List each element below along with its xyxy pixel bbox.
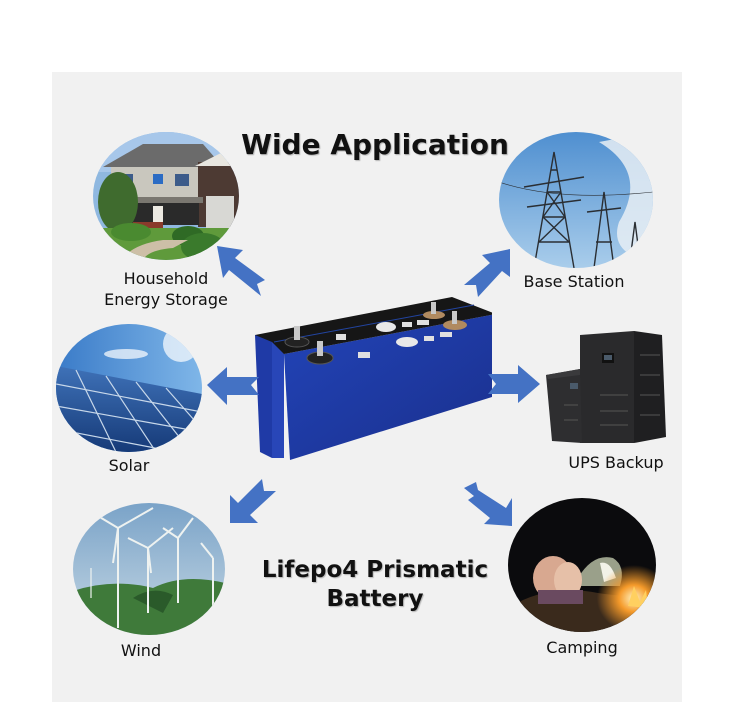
household-photo <box>93 132 239 260</box>
wind-photo <box>73 503 225 635</box>
battery-photo <box>252 292 496 460</box>
arrow-to-base-station-icon <box>460 247 520 302</box>
arrow-to-ups-icon <box>486 363 542 405</box>
ups-label: UPS Backup <box>568 453 664 472</box>
product-title-line2: Battery <box>326 586 424 612</box>
arrow-to-wind-icon <box>228 475 284 527</box>
arrow-to-solar-icon <box>203 365 259 407</box>
household-label-line1: Household <box>123 269 209 288</box>
arrow-to-camping-icon <box>462 478 518 528</box>
arrow-to-household-icon <box>213 244 273 299</box>
ups-photo <box>542 325 670 445</box>
main-title: Wide Application <box>241 128 509 161</box>
camping-photo <box>508 498 656 632</box>
camping-label: Camping <box>546 638 618 657</box>
solar-photo <box>56 324 202 452</box>
product-title: Lifepo4 Prismatic Battery <box>240 556 510 614</box>
wind-label: Wind <box>120 641 162 660</box>
product-title-line1: Lifepo4 Prismatic <box>261 557 489 583</box>
household-label-line2: Energy Storage <box>104 290 228 309</box>
base-station-label: Base Station <box>523 272 625 291</box>
household-label: Household Energy Storage <box>93 268 239 310</box>
solar-label: Solar <box>108 456 150 475</box>
base-station-photo <box>499 132 653 268</box>
